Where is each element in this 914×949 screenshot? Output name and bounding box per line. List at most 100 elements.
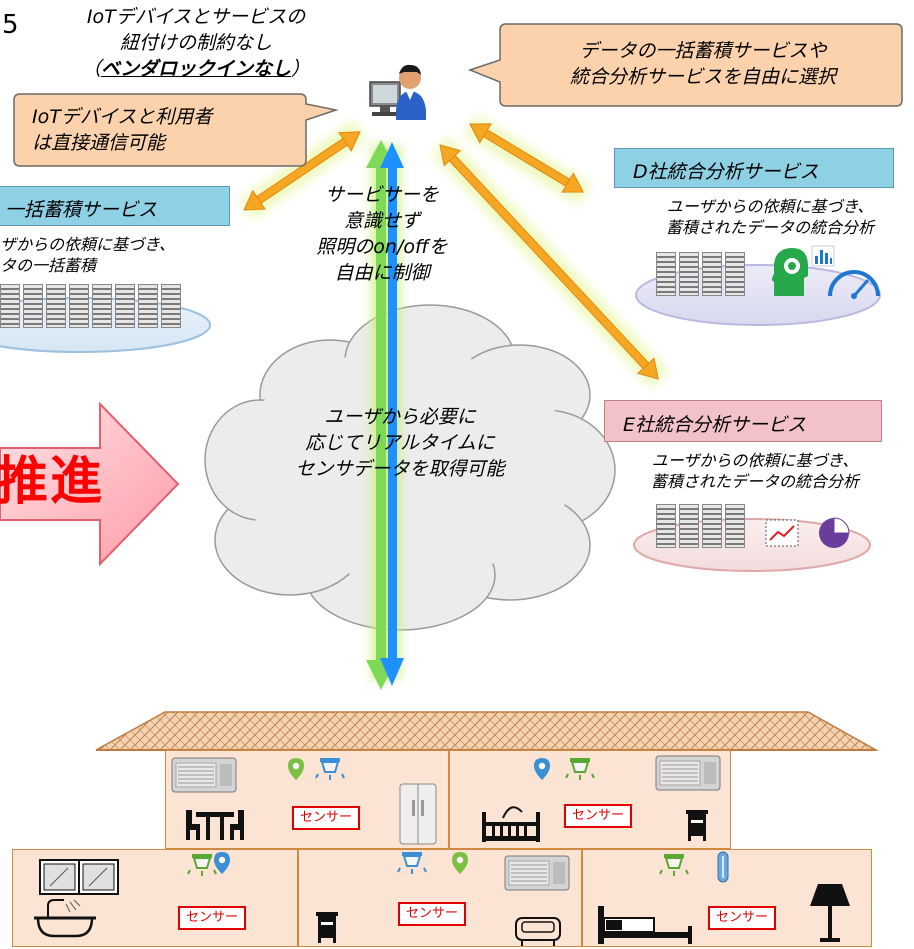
d-service-title-box: D社統合分析サービス <box>614 148 894 188</box>
storage-servers <box>0 284 181 328</box>
sensor-label: センサー <box>292 806 361 830</box>
server-rack-icon <box>161 284 181 328</box>
e-service-title: E社統合分析サービス <box>623 414 807 436</box>
top-note: IoTデバイスとサービスの 紐付けの制約なし （ベンダロックインなし） <box>46 4 346 82</box>
nightstand-icon <box>316 912 338 943</box>
promote-arrow <box>0 401 180 567</box>
ceiling-light-icon <box>659 853 689 877</box>
room-icons <box>34 755 850 946</box>
storage-desc-line2: タの一括蓄積 <box>0 256 97 275</box>
storage-desc-line1: ザからの依頼に基づき、 <box>0 235 175 254</box>
callout-left-line1: IoTデバイスと利用者 <box>32 106 213 128</box>
speedometer-icon <box>828 270 880 299</box>
cloud-note-line3: センサデータを取得可能 <box>295 458 505 480</box>
room-bedroom-child <box>449 750 731 849</box>
storage-service-title: 一括蓄積サービス <box>5 199 158 221</box>
bar-chart-icon <box>811 245 835 267</box>
paren-close: ） <box>291 58 311 80</box>
location-pin-icon <box>214 852 230 874</box>
cloud-shape <box>204 304 616 631</box>
line-chart-icon <box>765 519 799 547</box>
center-note-line1: サービサーを <box>324 184 439 206</box>
window-icon <box>39 859 119 895</box>
d-analysis-icons <box>772 245 880 299</box>
top-note-line2: 紐付けの制約なし <box>119 32 272 54</box>
location-pin-icon <box>534 758 550 780</box>
storage-service-title-box: 一括蓄積サービス <box>0 186 230 226</box>
callout-right-text: データの一括蓄積サービスや 統合分析サービスを自由に選択 <box>508 38 898 90</box>
air-conditioner-icon <box>655 755 721 791</box>
e-service-title-box: E社統合分析サービス <box>604 400 882 442</box>
server-rack-icon <box>115 284 135 328</box>
center-note: サービサーを 意識せず 照明のon/offを 自由に制御 <box>282 182 482 286</box>
e-analysis-icons <box>765 517 850 548</box>
refrigerator-icon <box>399 783 437 845</box>
server-rack-icon <box>23 284 43 328</box>
ceiling-light-icon <box>565 757 595 781</box>
server-rack-icon <box>138 284 158 328</box>
e-desc-line2: 蓄積されたデータの統合分析 <box>650 472 859 491</box>
bed-icon <box>598 906 692 944</box>
d-desc-line2: 蓄積されたデータの統合分析 <box>665 218 874 237</box>
ceiling-light-icon <box>187 853 217 877</box>
sofa-icon <box>515 917 561 946</box>
location-pin-icon <box>288 758 304 780</box>
e-desc-line1: ユーザからの依頼に基づき、 <box>651 451 859 470</box>
sensor-label: センサー <box>708 906 777 930</box>
server-rack-icon <box>656 504 676 548</box>
air-conditioner-icon <box>504 855 570 891</box>
floor-lamp-icon <box>810 884 850 942</box>
location-pin-icon <box>452 852 468 874</box>
center-note-line2: 意識せず <box>343 210 420 232</box>
dining-table-icon <box>186 810 244 840</box>
center-note-line3: 照明のon/offを <box>316 236 448 258</box>
d-service-title: D社統合分析サービス <box>633 161 819 183</box>
server-rack-icon <box>725 252 745 296</box>
cloud-note-line1: ユーザから必要に <box>324 406 476 428</box>
ceiling-light-icon <box>315 757 345 781</box>
sensor-label: センサー <box>564 804 633 828</box>
vertical-arrows <box>366 140 404 690</box>
partial-char: 5 <box>2 10 19 40</box>
server-rack-icon <box>702 504 722 548</box>
promote-label: 推進 <box>0 452 105 512</box>
cloud-note-line2: 応じてリアルタイムに <box>305 432 495 454</box>
callout-right-line2: 統合分析サービスを自由に選択 <box>569 66 836 88</box>
bathtub-icon <box>34 899 96 938</box>
server-rack-icon <box>0 284 20 328</box>
ceiling-light-icon <box>397 851 427 875</box>
air-conditioner-icon <box>171 757 237 793</box>
top-note-line3: （ベンダロックインなし） <box>46 56 346 82</box>
callout-left-text: IoTデバイスと利用者 は直接通信可能 <box>20 104 312 156</box>
callout-left-line2: は直接通信可能 <box>32 132 166 154</box>
e-service-desc: ユーザからの依頼に基づき、 蓄積されたデータの統合分析 <box>620 450 890 492</box>
server-rack-icon <box>679 504 699 548</box>
thermometer-icon <box>717 851 729 883</box>
cloud-note: ユーザから必要に 応じてリアルタイムに センサデータを取得可能 <box>240 404 560 482</box>
paren-open: （ <box>81 58 101 80</box>
server-rack-icon <box>656 252 676 296</box>
server-rack-icon <box>69 284 89 328</box>
callout-right-bubble <box>467 23 903 107</box>
nightstand-icon <box>686 810 708 841</box>
server-rack-icon <box>725 504 745 548</box>
d-desc-line1: ユーザからの依頼に基づき、 <box>666 197 874 216</box>
pie-chart-icon <box>819 517 850 548</box>
storage-service-desc: ザからの依頼に基づき、 タの一括蓄積 <box>0 234 175 276</box>
ai-head-gear-icon <box>772 248 808 296</box>
d-servers <box>656 252 745 296</box>
server-rack-icon <box>46 284 66 328</box>
baby-crib-icon <box>482 806 540 842</box>
orange-arrows <box>243 123 659 380</box>
top-note-underlined: ベンダロックインなし <box>100 58 291 80</box>
sensor-label: センサー <box>398 902 467 926</box>
server-rack-icon <box>92 284 112 328</box>
user-at-computer-icon <box>369 64 426 120</box>
callout-left-bubble <box>13 93 339 167</box>
center-note-line4: 自由に制御 <box>334 262 430 284</box>
server-rack-icon <box>702 252 722 296</box>
d-service-desc: ユーザからの依頼に基づき、 蓄積されたデータの統合分析 <box>640 196 900 238</box>
sensor-label: センサー <box>178 906 247 930</box>
e-servers <box>656 504 745 548</box>
